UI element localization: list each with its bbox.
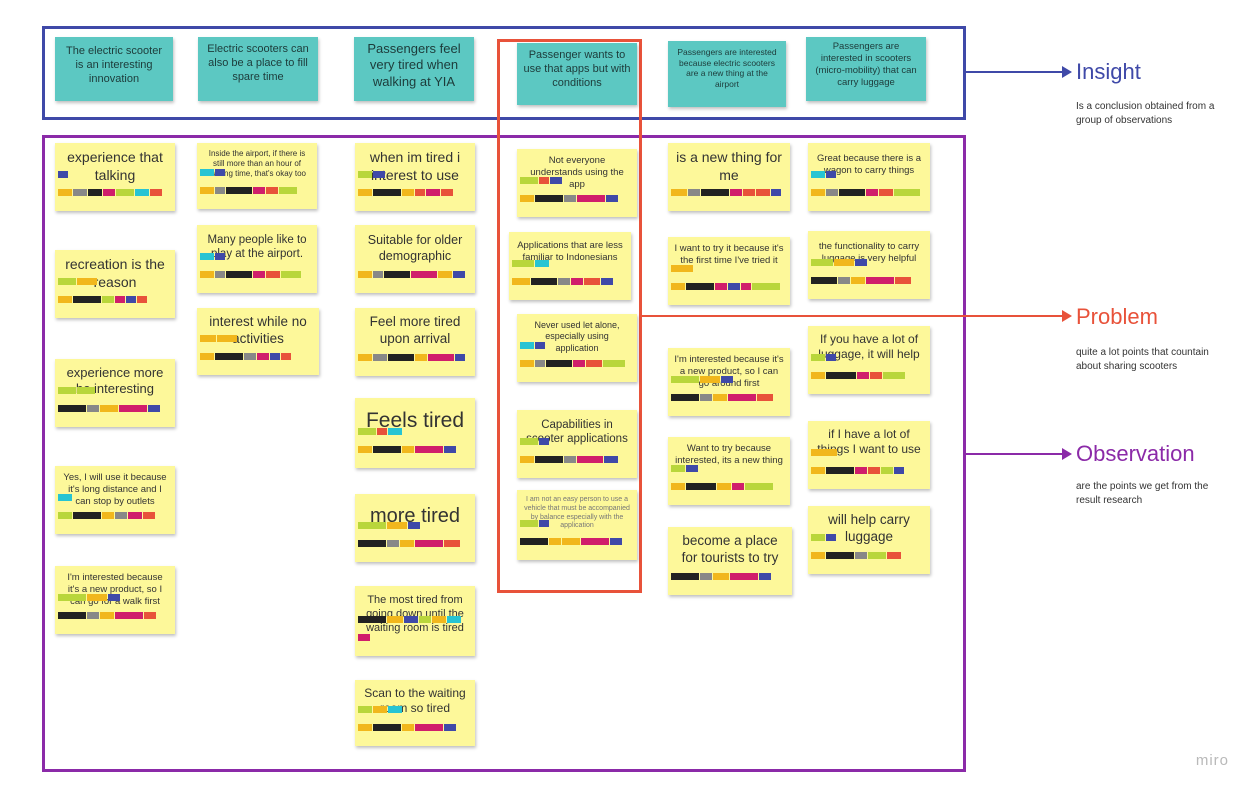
insight-note[interactable]: Passengers are interested in scooters (m… [806, 37, 926, 101]
observation-note[interactable]: if I have a lot of things I want to use [808, 421, 930, 489]
observation-note[interactable]: Great because there is a wagon to carry … [808, 143, 930, 211]
problem-arrow [642, 310, 1072, 322]
insight-arrow [966, 66, 1072, 78]
insight-note[interactable]: Electric scooters can also be a place to… [198, 37, 318, 101]
observation-note[interactable]: Feel more tired upon arrival [355, 308, 475, 376]
observation-note[interactable]: I'm interested because it's a new produc… [55, 566, 175, 634]
observation-note[interactable]: I want to try it because it's the first … [668, 237, 790, 305]
insight-description: Is a conclusion obtained from a group of… [1076, 101, 1215, 126]
observation-note[interactable]: will help carry luggage [808, 506, 930, 574]
observation-note[interactable]: Many people like to play at the airport. [197, 225, 317, 293]
observation-note[interactable]: I am not an easy person to use a vehicle… [517, 490, 637, 560]
observation-note[interactable]: Want to try because interested, its a ne… [668, 437, 790, 505]
observation-note[interactable]: Capabilities in scooter applications [517, 410, 637, 478]
observation-note[interactable]: Never used let alone, especially using a… [517, 314, 637, 382]
observation-note[interactable]: Not everyone understands using the app [517, 149, 637, 217]
problem-description: quite a lot points that countain about s… [1076, 347, 1209, 372]
insight-note[interactable]: The electric scooter is an interesting i… [55, 37, 173, 101]
observation-note[interactable]: Feels tired [355, 398, 475, 468]
observation-note[interactable]: the functionality to carry luggage is ve… [808, 231, 930, 299]
observation-note[interactable]: Applications that are less familiar to I… [509, 232, 631, 300]
observation-note[interactable]: more tired [355, 494, 475, 562]
observation-note[interactable]: experience more be interesting [55, 359, 175, 427]
observation-note[interactable]: The most tired from going down until the… [355, 586, 475, 656]
observation-note[interactable]: I'm interested because it's a new produc… [668, 348, 790, 416]
observation-note[interactable]: Inside the airport, if there is still mo… [197, 143, 317, 209]
insight-note[interactable]: Passengers feel very tired when walking … [354, 37, 474, 101]
observation-note[interactable]: interest while no activities [197, 308, 319, 375]
observation-note[interactable]: recreation is the reason [55, 250, 175, 318]
insight-label: Insight [1076, 59, 1141, 84]
observation-note[interactable]: when im tired i interest to use [355, 143, 475, 211]
insight-note[interactable]: Passengers are interested because electr… [668, 41, 786, 107]
problem-frame[interactable] [497, 39, 642, 593]
observation-frame[interactable] [42, 135, 966, 772]
observation-note[interactable]: experience that talking [55, 143, 175, 211]
observation-note[interactable]: Suitable for older demographic [355, 225, 475, 293]
observation-description: are the points we get from the result re… [1076, 481, 1209, 506]
observation-note[interactable]: is a new thing for me [668, 143, 790, 211]
observation-arrow [966, 448, 1072, 460]
observation-note[interactable]: become a place for tourists to try [668, 527, 792, 595]
observation-note[interactable]: If you have a lot of luggage, it will he… [808, 326, 930, 394]
observation-note[interactable]: Scan to the waiting room so tired [355, 680, 475, 746]
observation-label: Observation [1076, 441, 1195, 466]
miro-logo: miro [1195, 752, 1229, 769]
insight-frame[interactable] [42, 26, 966, 120]
insight-note[interactable]: Passenger wants to use that apps but wit… [517, 43, 637, 105]
observation-note[interactable]: Yes, I will use it because it's long dis… [55, 466, 175, 534]
problem-label: Problem [1076, 304, 1158, 329]
